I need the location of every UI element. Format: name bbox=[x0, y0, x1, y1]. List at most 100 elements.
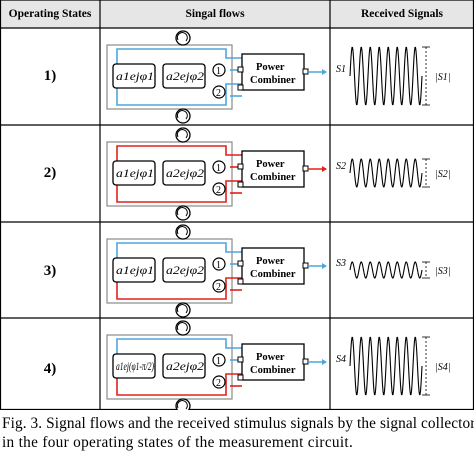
port-1 bbox=[212, 257, 226, 271]
phase-shifter-2 bbox=[162, 353, 206, 379]
combiner-output bbox=[302, 165, 309, 172]
power-combiner-label-2: Combiner bbox=[250, 269, 296, 280]
state-3-label: 3) bbox=[43, 263, 57, 279]
header-operating-states: Operating States bbox=[8, 8, 92, 20]
port-1-label: 1 bbox=[216, 66, 221, 77]
phase-shifter-1-label: a1ejφ1 bbox=[116, 263, 154, 277]
combiner-output bbox=[302, 68, 309, 75]
port-2-label: 2 bbox=[216, 378, 221, 389]
phase-shifter-2-label: a2ejφ2 bbox=[166, 359, 204, 373]
state-1-label: 1) bbox=[43, 68, 57, 84]
circulator-arrow-icon bbox=[176, 207, 188, 217]
figure-table: Operating States Singal flows Received S… bbox=[0, 0, 474, 410]
lower-flow-path bbox=[116, 277, 242, 300]
circulator-arrow-icon bbox=[176, 226, 188, 236]
combiner-output bbox=[302, 358, 309, 365]
phase-shifter-1 bbox=[112, 257, 156, 283]
power-combiner-label-1: Power bbox=[256, 256, 285, 267]
received-signal-label: S2 bbox=[336, 161, 346, 172]
received-signal-label: S1 bbox=[336, 64, 346, 75]
figure-caption: Fig. 3. Signal flows and the received st… bbox=[2, 414, 474, 452]
network-box bbox=[106, 238, 233, 304]
output-arrow-icon bbox=[322, 166, 327, 172]
combiner-output bbox=[302, 262, 309, 269]
port-1-label: 1 bbox=[216, 260, 221, 271]
received-waveform bbox=[349, 336, 423, 396]
lower-flow-path bbox=[116, 180, 242, 203]
port-1-label: 1 bbox=[216, 163, 221, 174]
state-2-label: 2) bbox=[43, 165, 57, 181]
state-4-label: 4) bbox=[43, 361, 57, 377]
power-combiner-label-2: Combiner bbox=[250, 172, 296, 183]
port-2-label: 2 bbox=[216, 88, 221, 99]
power-combiner-label-2: Combiner bbox=[250, 365, 296, 376]
circulator-arrow-icon bbox=[176, 322, 188, 332]
circulator-arrow-icon bbox=[176, 110, 188, 120]
received-signal-label: S3 bbox=[336, 258, 346, 269]
caption-line-1: Fig. 3. Signal flows and the received st… bbox=[2, 415, 474, 432]
received-amplitude-label: |S1| bbox=[435, 72, 451, 83]
port-2-label: 2 bbox=[216, 185, 221, 196]
combiner-input-1 bbox=[237, 356, 244, 363]
port-2 bbox=[212, 85, 226, 99]
phase-shifter-2-label: a2ejφ2 bbox=[166, 166, 204, 180]
combiner-input-1 bbox=[237, 260, 244, 267]
upper-flow-path bbox=[116, 338, 242, 360]
output-arrow-icon bbox=[322, 263, 327, 269]
received-amplitude-label: |S3| bbox=[435, 266, 451, 277]
received-signal-label: S4 bbox=[336, 354, 346, 365]
phase-shifter-1-label: a1ejφ1 bbox=[116, 69, 154, 83]
port-2 bbox=[212, 182, 226, 196]
port-2 bbox=[212, 375, 226, 389]
power-combiner-label-1: Power bbox=[256, 159, 285, 170]
combiner-input-2 bbox=[237, 84, 244, 91]
phase-shifter-2 bbox=[162, 257, 206, 283]
phase-shifter-2-label: a2ejφ2 bbox=[166, 69, 204, 83]
circulator-arrow-icon bbox=[176, 32, 188, 42]
phase-shifter-1-label: a1ej(φ1-π/2) bbox=[116, 359, 154, 373]
output-arrow-icon bbox=[322, 69, 327, 75]
lower-flow-path bbox=[116, 373, 242, 396]
phase-shifter-1 bbox=[112, 63, 156, 89]
phase-shifter-2 bbox=[162, 160, 206, 186]
received-amplitude-label: |S2| bbox=[435, 169, 451, 180]
phase-shifter-1-label: a1ejφ1 bbox=[116, 166, 154, 180]
phase-shifter-1 bbox=[112, 160, 156, 186]
upper-flow-path bbox=[116, 48, 242, 70]
circulator-arrow-icon bbox=[176, 400, 188, 410]
combiner-input-1 bbox=[237, 66, 244, 73]
header-signal-flows: Singal flows bbox=[185, 8, 245, 20]
circulator-arrow-icon bbox=[176, 304, 188, 314]
power-combiner-label-1: Power bbox=[256, 62, 285, 73]
port-2 bbox=[212, 279, 226, 293]
power-combiner-label-1: Power bbox=[256, 352, 285, 363]
received-waveform bbox=[349, 46, 423, 106]
port-2-label: 2 bbox=[216, 282, 221, 293]
received-waveform bbox=[349, 158, 423, 188]
upper-flow-path bbox=[116, 242, 242, 264]
phase-shifter-1 bbox=[112, 353, 156, 379]
lower-flow-path bbox=[116, 83, 242, 106]
combiner-input-2 bbox=[237, 374, 244, 381]
caption-line-2: in the four operating states of the meas… bbox=[2, 434, 354, 451]
network-box bbox=[106, 44, 233, 110]
network-box bbox=[106, 334, 233, 400]
network-box bbox=[106, 141, 233, 207]
received-waveform bbox=[349, 261, 423, 279]
port-1-label: 1 bbox=[216, 356, 221, 367]
output-arrow-icon bbox=[322, 359, 327, 365]
header-received-signals: Received Signals bbox=[360, 8, 444, 20]
combiner-input-1 bbox=[237, 163, 244, 170]
port-1 bbox=[212, 353, 226, 367]
circulator-arrow-icon bbox=[176, 129, 188, 139]
combiner-input-2 bbox=[237, 278, 244, 285]
upper-flow-path bbox=[116, 145, 242, 167]
received-amplitude-label: |S4| bbox=[435, 362, 451, 373]
combiner-input-2 bbox=[237, 181, 244, 188]
phase-shifter-2 bbox=[162, 63, 206, 89]
